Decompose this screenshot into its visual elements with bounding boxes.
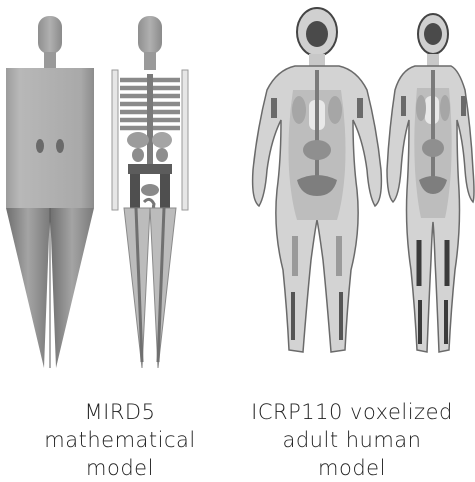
icrp110-adult-female-voxel-phantom xyxy=(253,8,382,352)
icrp-male-lung-right xyxy=(440,95,450,121)
mird-stomach xyxy=(152,132,172,148)
mird-arm-right xyxy=(182,70,188,210)
icrp-female-lung-left xyxy=(292,96,306,124)
mird-dark-spot-right xyxy=(56,139,64,153)
mird-hip-left xyxy=(130,174,140,208)
mird-dark-spot-left xyxy=(36,139,44,153)
icrp110-figures xyxy=(237,0,475,372)
mird5-figures xyxy=(0,0,237,372)
mird5-caption-line-2: mathematical xyxy=(20,426,220,454)
mird-neck xyxy=(44,52,56,68)
mird5-external-phantom xyxy=(6,16,94,368)
mird-pelvis xyxy=(128,164,172,174)
icrp-female-brain xyxy=(306,21,328,47)
mird-arm-left xyxy=(112,70,118,210)
icrp-female-spine xyxy=(315,70,319,180)
mird-leg-left xyxy=(6,208,50,368)
mird-liver xyxy=(127,132,149,148)
icrp-female-abdomen xyxy=(303,140,331,160)
mird-kidney-right xyxy=(156,148,168,162)
icrp110-adult-male-voxel-phantom xyxy=(387,14,474,352)
mird-bladder xyxy=(141,184,159,196)
icrp110-caption: ICRP110 voxelized adult human model xyxy=(232,398,472,482)
icrp-male-abdomen xyxy=(422,139,444,157)
mird-head xyxy=(38,16,62,54)
mird5-internal-organs-phantom xyxy=(112,16,188,368)
mird-internal-neck xyxy=(144,52,156,70)
icrp110-caption-line-2: adult human xyxy=(232,426,472,454)
mird5-caption-line-3: model xyxy=(20,454,220,482)
icrp110-caption-line-1: ICRP110 voxelized xyxy=(232,398,472,426)
icrp-male-spine xyxy=(431,70,435,180)
icrp-male-brain xyxy=(424,23,442,45)
mird-spine xyxy=(147,74,153,164)
mird-leg-right xyxy=(50,208,94,368)
icrp110-caption-line-3: model xyxy=(232,454,472,482)
mird-kidney-left xyxy=(132,148,144,162)
mird5-caption: MIRD5 mathematical model xyxy=(20,398,220,482)
mird5-caption-line-1: MIRD5 xyxy=(20,398,220,426)
mird-hip-right xyxy=(160,174,170,208)
mird-trunk xyxy=(6,68,94,208)
mird-internal-head xyxy=(138,16,162,54)
icrp-female-lung-right xyxy=(328,96,342,124)
icrp-male-lung-left xyxy=(416,95,426,121)
